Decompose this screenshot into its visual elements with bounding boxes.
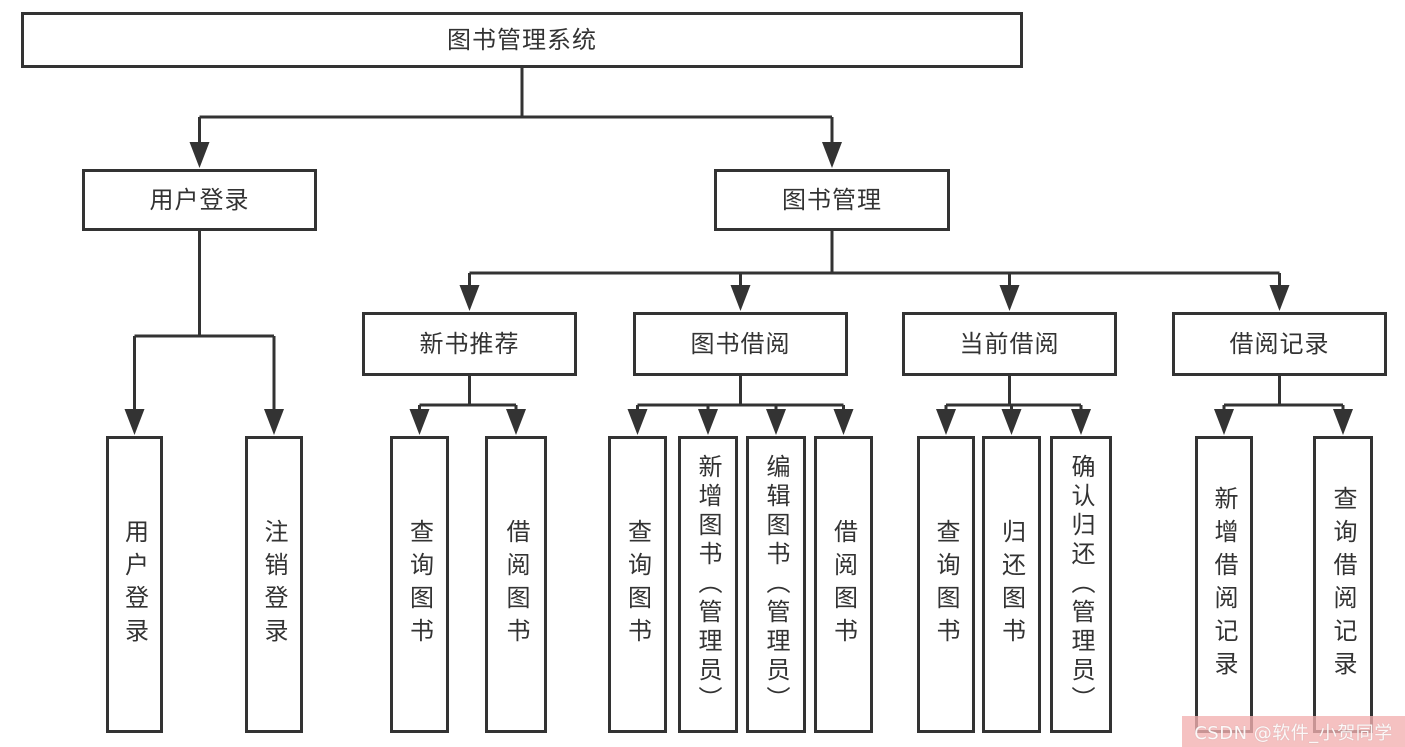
diagram-node-leaf-bb-edit: 编辑图书（管理员） (746, 436, 806, 733)
csdn-watermark: CSDN @软件_小贺同学 (1182, 716, 1405, 747)
arrowhead-icon (409, 409, 430, 435)
node-label: 图书管理 (782, 186, 882, 214)
diagram-node-root: 图书管理系统 (21, 12, 1023, 68)
diagram-node-leaf-bb-add: 新增图书（管理员） (678, 436, 738, 733)
diagram-node-leaf-logout: 注销登录 (245, 436, 303, 733)
diagram-node-leaf-cb-confirm: 确认归还（管理员） (1050, 436, 1112, 733)
diagram-node-leaf-nb-borrow: 借阅图书 (485, 436, 547, 733)
arrowhead-icon (833, 409, 854, 435)
arrowhead-icon (1001, 409, 1022, 435)
arrowhead-icon (822, 142, 842, 168)
arrowhead-icon (1071, 409, 1091, 435)
diagram-node-leaf-br-add: 新增借阅记录 (1195, 436, 1253, 733)
diagram-node-leaf-br-query: 查询借阅记录 (1313, 436, 1373, 733)
arrowhead-icon (459, 285, 480, 311)
node-label: 借阅图书 (829, 518, 858, 651)
node-label: 借阅记录 (1229, 330, 1330, 358)
diagram-node-leaf-login: 用户登录 (106, 436, 163, 733)
arrowhead-icon (766, 409, 786, 435)
arrowhead-icon (189, 142, 210, 168)
node-label: 用户登录 (120, 518, 149, 651)
arrowhead-icon (124, 409, 145, 435)
diagram-node-book-mgmt: 图书管理 (714, 169, 950, 231)
diagram-node-leaf-nb-query: 查询图书 (390, 436, 449, 733)
diagram-node-user-login: 用户登录 (82, 169, 317, 231)
node-label: 当前借阅 (959, 330, 1060, 358)
diagram-node-borrow-records: 借阅记录 (1172, 312, 1387, 376)
arrowhead-icon (627, 409, 648, 435)
diagram-node-new-book-rec: 新书推荐 (362, 312, 577, 376)
arrowhead-icon (1333, 409, 1353, 435)
node-label: 图书管理系统 (447, 26, 597, 54)
arrowhead-icon (999, 285, 1020, 311)
arrowhead-icon (1269, 285, 1290, 311)
node-label: 归还图书 (997, 518, 1026, 651)
diagram-node-book-borrow: 图书借阅 (633, 312, 848, 376)
node-label: 新增图书（管理员） (694, 454, 722, 715)
arrowhead-icon (1214, 409, 1234, 435)
node-label: 新书推荐 (419, 330, 520, 358)
diagram-node-leaf-cb-query: 查询图书 (917, 436, 975, 733)
diagram-node-leaf-bb-query: 查询图书 (608, 436, 667, 733)
node-label: 查询图书 (623, 518, 652, 651)
node-label: 查询图书 (932, 518, 960, 651)
arrowhead-icon (506, 409, 526, 435)
watermark-text: CSDN @软件_小贺同学 (1194, 722, 1393, 744)
node-label: 查询图书 (405, 518, 434, 651)
diagram-node-leaf-cb-return: 归还图书 (982, 436, 1041, 733)
node-label: 注销登录 (260, 518, 288, 651)
node-label: 新增借阅记录 (1210, 485, 1238, 684)
diagram-node-leaf-bb-borrow: 借阅图书 (814, 436, 873, 733)
node-label: 确认归还（管理员） (1067, 454, 1095, 715)
arrowhead-icon (936, 409, 956, 435)
node-label: 查询借阅记录 (1329, 485, 1357, 684)
node-label: 图书借阅 (690, 330, 791, 358)
diagram-node-current-borrow: 当前借阅 (902, 312, 1117, 376)
node-label: 编辑图书（管理员） (762, 454, 790, 715)
node-label: 借阅图书 (502, 518, 530, 651)
arrowhead-icon (698, 409, 718, 435)
arrowhead-icon (730, 285, 751, 311)
node-label: 用户登录 (149, 186, 250, 214)
arrowhead-icon (264, 409, 284, 435)
